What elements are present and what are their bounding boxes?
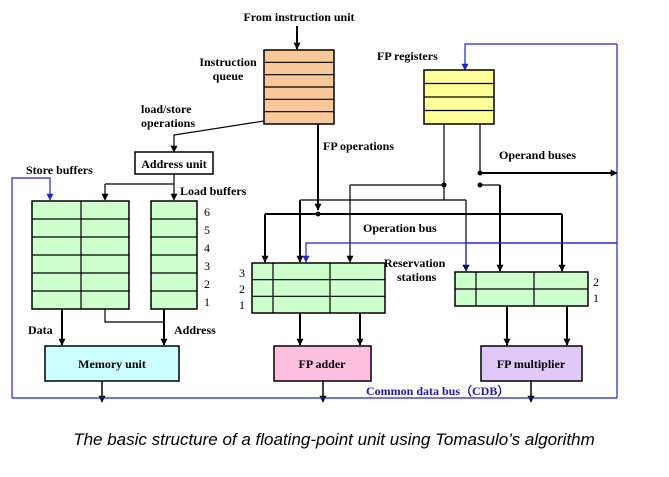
mult-rs-numbers: 2 1 xyxy=(593,275,599,305)
address-unit-box xyxy=(134,151,214,175)
data-label: Data xyxy=(28,323,53,337)
fp-adder-box xyxy=(273,345,372,382)
instruction-queue-label-2: queue xyxy=(213,69,244,83)
reservation-stations-label-2: stations xyxy=(397,270,437,284)
store-buffers-label: Store buffers xyxy=(26,163,93,177)
fp-multiplier-label: FP multiplier xyxy=(497,357,566,371)
junction-dot xyxy=(315,211,321,217)
load-buffers xyxy=(150,200,198,310)
load-buffer-numbers: 6 5 4 3 2 1 xyxy=(204,205,210,309)
adder-rs-numbers: 3 2 1 xyxy=(239,266,245,312)
adder-reservation-stations xyxy=(251,262,386,314)
reservation-stations-label-1: Reservation xyxy=(384,256,446,270)
memory-unit-box xyxy=(44,345,180,382)
cdb-to-fp-registers xyxy=(461,43,617,71)
load-buffer-number: 5 xyxy=(204,223,210,237)
load-buffer-number: 3 xyxy=(204,259,210,273)
fp-adder-label: FP adder xyxy=(299,357,347,371)
cdb-to-mult-rs xyxy=(465,242,617,271)
arrow-load-store-to-address-unit xyxy=(170,120,265,153)
cdb-label: Common data bus（CDB） xyxy=(366,383,509,398)
load-store-label-1: load/store xyxy=(141,102,192,116)
junction-dot xyxy=(441,182,447,188)
load-buffer-number: 2 xyxy=(204,277,210,291)
adder-rs-number: 3 xyxy=(239,266,245,280)
multiplier-reservation-stations xyxy=(454,271,589,307)
memory-unit-label: Memory unit xyxy=(78,357,146,371)
labels: From instruction unit Instruction queue … xyxy=(26,10,599,398)
figure-caption: The basic structure of a floating-point … xyxy=(73,430,595,449)
fp-registers-label: FP registers xyxy=(377,49,438,63)
operand-buses-label: Operand buses xyxy=(499,148,576,162)
load-store-label-2: operations xyxy=(141,116,195,130)
cdb-to-store-buffers xyxy=(11,177,54,398)
adder-rs-box xyxy=(251,262,386,314)
load-buffer-number: 1 xyxy=(204,295,210,309)
address-unit-label: Address unit xyxy=(141,157,206,171)
from-instruction-unit-label: From instruction unit xyxy=(243,10,354,24)
adder-rs-number: 1 xyxy=(239,298,245,312)
store-buffers xyxy=(31,200,130,310)
operation-bus-label: Operation bus xyxy=(363,221,437,235)
fp-operations-label: FP operations xyxy=(323,139,394,153)
instruction-queue xyxy=(263,49,335,125)
load-buffer-number: 6 xyxy=(204,205,210,219)
instruction-queue-label-1: Instruction xyxy=(199,55,257,69)
address-label: Address xyxy=(174,323,216,337)
cdb-to-adder-rs xyxy=(302,242,617,263)
load-buffer-number: 4 xyxy=(204,241,210,255)
fp-multiplier-box xyxy=(480,345,583,382)
fp-registers xyxy=(423,69,495,125)
store-address-line xyxy=(104,309,164,323)
adder-rs-number: 2 xyxy=(239,282,245,296)
junction-dot xyxy=(477,170,483,176)
mult-rs-number: 1 xyxy=(593,291,599,305)
junction-dot xyxy=(477,182,483,188)
common-data-bus xyxy=(11,43,618,399)
mult-rs-number: 2 xyxy=(593,275,599,289)
load-buffers-label: Load buffers xyxy=(180,184,247,198)
